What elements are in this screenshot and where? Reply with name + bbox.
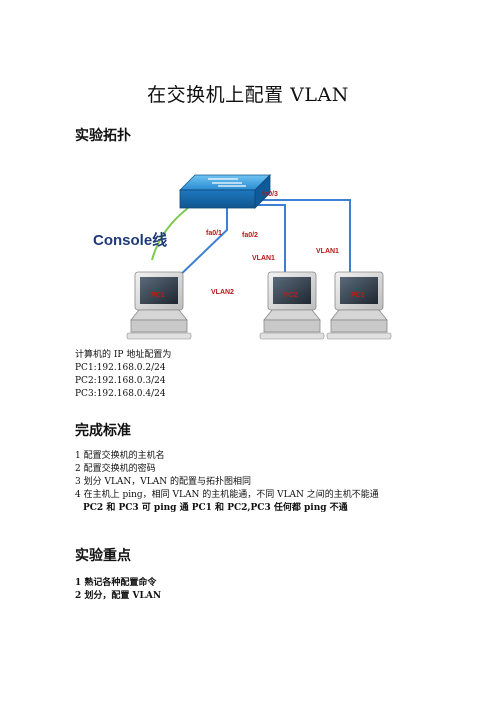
vlan-label: VLAN1	[316, 248, 339, 255]
switch-icon	[179, 174, 271, 209]
key-points-heading: 实验重点	[75, 548, 131, 564]
port-label: fa0/3	[262, 191, 278, 198]
pc-icon: PC1	[126, 271, 192, 340]
console-label: Console线	[93, 231, 167, 249]
standard-item: 3 划分 VLAN，VLAN 的配置与拓扑图相同	[75, 477, 252, 487]
vlan-label: VLAN1	[252, 255, 275, 262]
vlan-label: VLAN2	[211, 289, 234, 296]
ip-config-line: PC1:192.168.0.2/24	[75, 363, 166, 373]
standard-item: 1 配置交换机的主机名	[75, 451, 165, 461]
console-cable	[151, 207, 189, 261]
topology-heading: 实验拓扑	[75, 128, 131, 144]
network-topology-diagram: fa0/3 fa0/1 fa0/2 Console线 VLAN1 VLAN1 V…	[93, 174, 392, 340]
key-point-item: 1 熟记各种配置命令	[75, 578, 157, 588]
standard-item: 2 配置交换机的密码	[75, 464, 156, 474]
ip-config-block: 计算机的 IP 地址配置为 PC1:192.168.0.2/24 PC2:192…	[75, 349, 171, 401]
pc-label: PC1	[151, 292, 165, 299]
cable-fa0-3	[255, 199, 351, 280]
cable-fa0-2	[238, 204, 286, 280]
standard-item: 4 在主机上 ping，相同 VLAN 的主机能通，不同 VLAN 之间的主机不…	[75, 490, 379, 500]
ip-config-line: PC3:192.168.0.4/24	[75, 389, 166, 399]
page-title: 在交换机上配置 VLAN	[147, 84, 349, 106]
standard-heading: 完成标准	[75, 423, 131, 439]
pc-icon: PC2	[259, 271, 325, 340]
pc-label: PC2	[284, 292, 298, 299]
port-label: fa0/2	[242, 232, 258, 239]
ip-config-line: PC2:192.168.0.3/24	[75, 376, 166, 386]
port-label: fa0/1	[206, 230, 222, 237]
ip-config-intro: 计算机的 IP 地址配置为	[75, 350, 172, 360]
standard-list: 1 配置交换机的主机名 2 配置交换机的密码 3 划分 VLAN，VLAN 的配…	[75, 450, 379, 515]
cable-fa0-1	[174, 205, 228, 281]
key-point-item: 2 划分，配置 VLAN	[75, 591, 162, 601]
pc-icon: PC3	[326, 271, 392, 340]
pc-label: PC3	[351, 292, 365, 299]
key-points-list: 1 熟记各种配置命令 2 划分，配置 VLAN	[75, 577, 161, 603]
standard-result: PC2 和 PC3 可 ping 通 PC1 和 PC2,PC3 任何都 pin…	[83, 503, 348, 513]
